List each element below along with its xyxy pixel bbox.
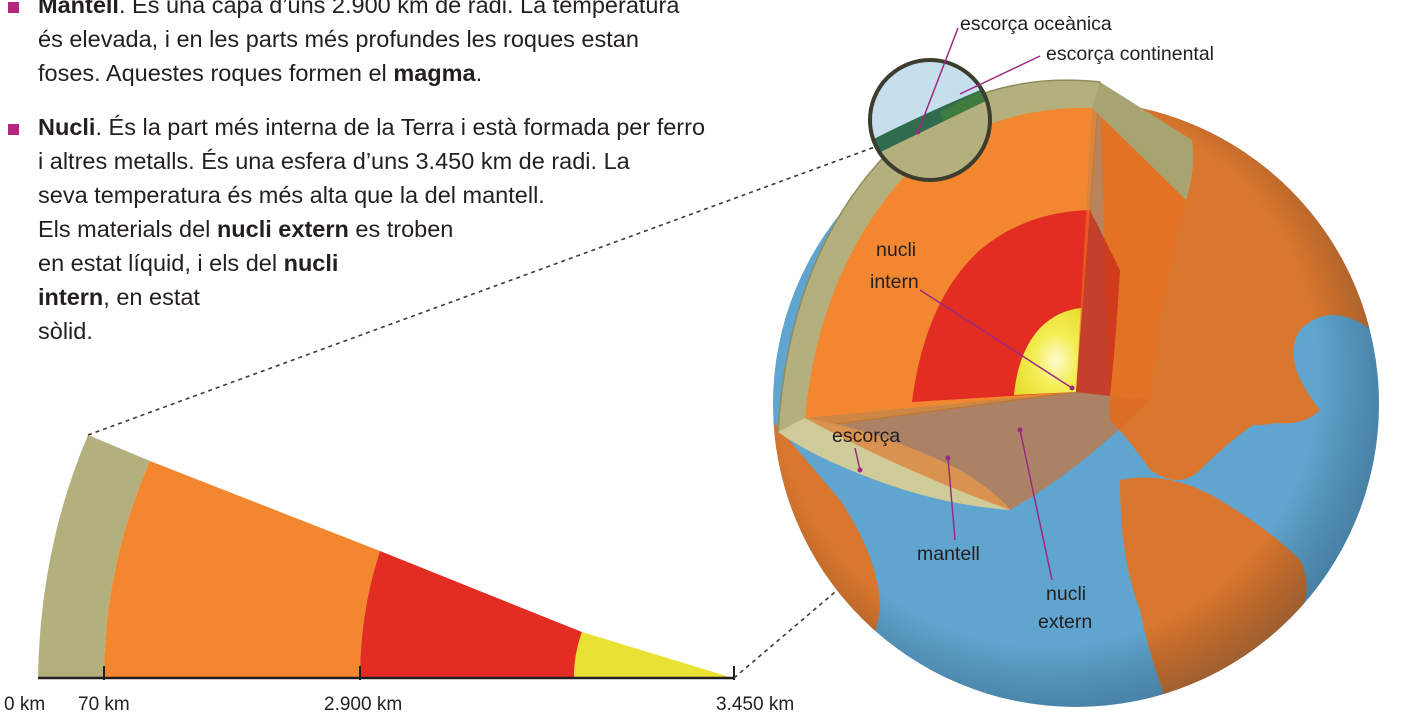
- label-mantle: mantell: [917, 543, 980, 565]
- mantell-text-3b: .: [475, 60, 483, 86]
- term-magma: magma: [393, 60, 476, 86]
- bullet-marker-nucli: [8, 124, 19, 135]
- leader-lines: [854, 27, 1073, 581]
- leader-continental-crust: [959, 55, 1041, 95]
- wedge-crust-band: [38, 435, 150, 678]
- label-continental-crust: escorça continental: [1046, 43, 1214, 65]
- dot-inner-core: [1069, 385, 1075, 391]
- mantell-text-1: . És una capa d’uns 2.900 km de radi. La…: [118, 0, 680, 18]
- nucli-text-2: i altres metalls. És una esfera d’uns 3.…: [38, 148, 630, 174]
- cutaway-inner-core: [1014, 308, 1082, 395]
- cutaway: [777, 79, 1194, 510]
- wedge-inner-core-band: [574, 632, 733, 678]
- leader-dots: [857, 129, 1075, 473]
- nucli-text-4b: es troben: [348, 216, 454, 242]
- tick-label-3450km: 3.450 km: [716, 694, 794, 715]
- label-inner-core-1: nucli: [876, 239, 916, 261]
- term-nucli-extern: nucli extern: [216, 216, 349, 242]
- tick-label-0km: 0 km: [4, 694, 45, 715]
- label-crust: escorça: [832, 425, 900, 447]
- radius-wedge: 0 km 70 km 2.900 km 3.450 km: [4, 435, 794, 715]
- magnifier-mantle-band: [870, 98, 990, 180]
- term-nucli-5: nucli: [283, 250, 339, 276]
- nucli-text-5a: en estat líquid, i els del: [38, 250, 284, 276]
- leader-outer-core: [1019, 429, 1053, 581]
- magnifier-continental-crust: [940, 86, 990, 126]
- wedge-outer-core-band: [360, 551, 582, 678]
- mantell-text-3a: foses. Aquestes roques formen el: [38, 60, 394, 86]
- magnifier-crust-detail: [868, 58, 992, 182]
- cutaway-outer-core-right: [1076, 210, 1120, 396]
- paragraph-mantell: Mantell. És una capa d’uns 2.900 km de r…: [38, 0, 679, 90]
- term-mantell: Mantell: [38, 0, 119, 18]
- bullet-marker-mantell: [8, 2, 19, 13]
- label-outer-core-1: nucli: [1046, 583, 1086, 605]
- dot-outer-core: [1017, 427, 1023, 433]
- leader-mantle: [947, 457, 956, 541]
- mantell-text-2: és elevada, i en les parts més profundes…: [38, 26, 639, 52]
- label-outer-core-2: extern: [1038, 611, 1092, 633]
- nucli-text-4a: Els materials del: [38, 216, 217, 242]
- cutaway-wall-bottom: [805, 392, 1150, 510]
- paragraph-nucli: Nucli. És la part més interna de la Terr…: [38, 110, 705, 348]
- wedge-mantle-band: [104, 461, 380, 678]
- tick-label-70km: 70 km: [78, 694, 130, 715]
- dashed-connector-bottom: [733, 391, 1071, 679]
- tick-label-2900km: 2.900 km: [324, 694, 402, 715]
- label-inner-core-2: intern: [870, 271, 919, 293]
- dashed-connector-top: [87, 135, 906, 436]
- nucli-text-1: . És la part més interna de la Terra i e…: [95, 114, 706, 140]
- nucli-text-7: sòlid.: [38, 318, 93, 344]
- leader-inner-core: [919, 289, 1073, 389]
- dot-oceanic: [915, 129, 921, 135]
- magnifier-ring: [868, 58, 992, 182]
- term-intern: intern: [38, 284, 104, 310]
- label-oceanic-crust: escorça oceànica: [960, 13, 1112, 35]
- nucli-text-6: , en estat: [103, 284, 200, 310]
- dot-mantle: [945, 455, 951, 461]
- dot-crust: [857, 467, 863, 473]
- cutaway-crust-right-edge: [1092, 82, 1194, 200]
- term-nucli: Nucli: [38, 114, 96, 140]
- leader-oceanic-crust: [917, 27, 959, 133]
- nucli-text-3: seva temperatura és més alta que la del …: [38, 182, 545, 208]
- leader-crust: [854, 447, 861, 471]
